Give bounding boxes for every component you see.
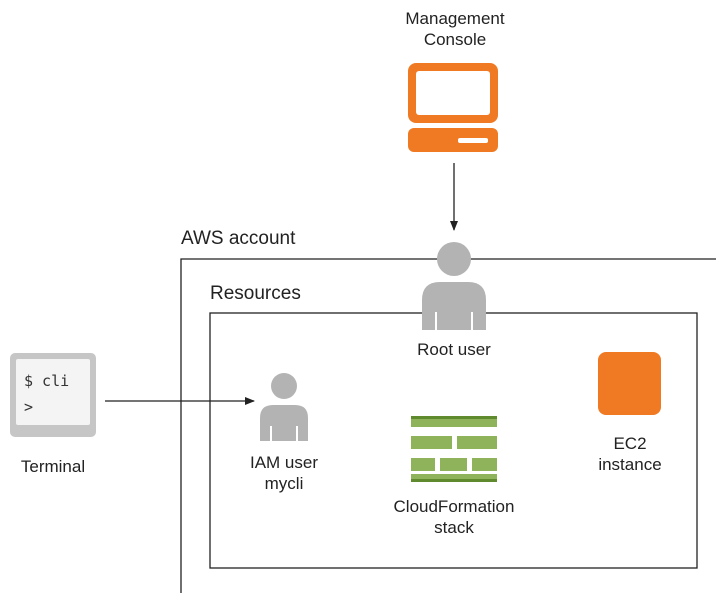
resources-label: Resources [210,283,301,304]
aws-account-boundary [180,258,716,593]
root-user-icon [422,242,486,330]
aws-account-label: AWS account [181,228,296,249]
terminal-icon [10,353,96,437]
brick-wall-icon [411,416,497,482]
terminal-line-2: > [24,398,34,416]
ec2-label: EC2 instance [598,434,662,474]
ec2-icon [598,352,661,415]
root-user-label: Root user [417,340,491,359]
terminal-label: Terminal [20,457,86,476]
iam-user-label: IAM user mycli [249,453,319,493]
cloudformation-label: CloudFormation stack [393,497,515,537]
monitor-icon [408,63,498,152]
iam-user-icon [260,373,308,441]
management-console-label: Management Console [405,9,505,49]
terminal-line-1: $ cli [24,372,70,390]
